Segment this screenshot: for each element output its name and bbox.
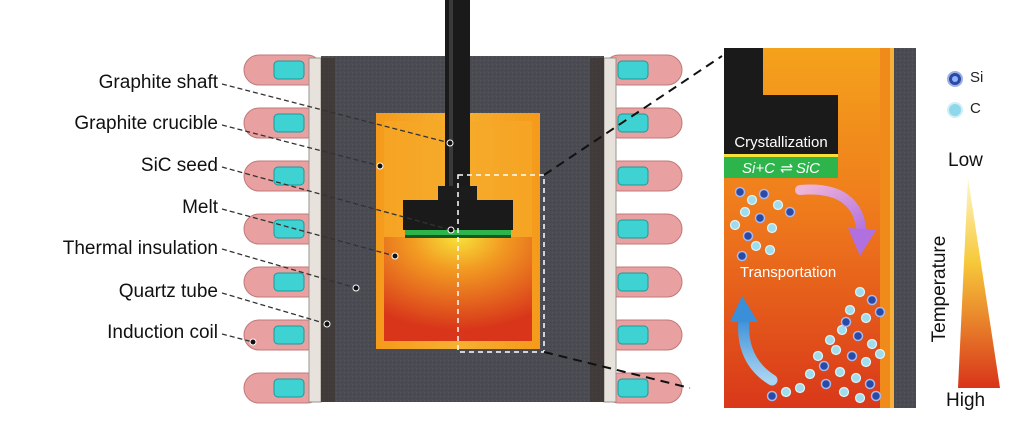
inset-transportation-label: Transportation — [740, 264, 837, 281]
quartz-tube-right — [603, 57, 617, 403]
c-particle — [812, 350, 824, 362]
temperature-high-label: High — [946, 390, 986, 411]
inset-crystallization-label: Crystallization — [734, 134, 828, 151]
coil-turn-right — [603, 54, 683, 86]
c-particle — [860, 356, 872, 368]
si-particle — [846, 350, 858, 362]
si-particle — [742, 230, 754, 242]
si-particle — [866, 294, 878, 306]
label-induction-coil: Induction coil — [107, 322, 218, 343]
zoom-region — [457, 174, 545, 353]
coil-turn-right — [603, 160, 683, 192]
c-particle — [866, 338, 878, 350]
si-particle — [852, 330, 864, 342]
temperature-axis-title: Temperature — [929, 235, 950, 343]
si-particle — [840, 316, 852, 328]
legend-markers — [947, 71, 963, 118]
si-particle — [734, 186, 746, 198]
zoom-line-top — [543, 55, 723, 176]
coil-turn-left — [243, 372, 323, 404]
c-particle — [739, 206, 751, 218]
legend-c-label: C — [970, 100, 981, 117]
coil-turn-left — [243, 54, 323, 86]
c-particle — [854, 286, 866, 298]
si-particle — [754, 212, 766, 224]
si-particle — [784, 206, 796, 218]
inset-sic-seed — [724, 156, 838, 178]
c-particle — [834, 366, 846, 378]
coil-turn-left — [243, 107, 323, 139]
c-particle — [860, 312, 872, 324]
zoom-line-bottom — [543, 351, 691, 389]
label-graphite-crucible: Graphite crucible — [74, 113, 218, 134]
temperature-gradient-bar — [958, 178, 1000, 388]
c-particle — [838, 386, 850, 398]
coil-turn-right — [603, 213, 683, 245]
c-particle — [794, 382, 806, 394]
c-particle — [772, 199, 784, 211]
inset-panel — [724, 48, 916, 408]
c-particle — [830, 344, 842, 356]
si-particle — [766, 390, 778, 402]
temperature-low-label: Low — [948, 150, 983, 171]
c-particle — [854, 392, 866, 404]
c-particle — [850, 372, 862, 384]
leader-lines — [221, 83, 452, 343]
label-melt: Melt — [182, 197, 218, 218]
inset-reaction-label: Si+C ⇌ SiC — [741, 160, 820, 177]
c-marker-icon — [947, 102, 963, 118]
c-particle — [766, 222, 778, 234]
c-particle — [764, 244, 776, 256]
label-sic-seed: SiC seed — [140, 155, 218, 176]
c-particle — [729, 219, 741, 231]
si-particle — [864, 378, 876, 390]
induction-coils — [243, 54, 683, 404]
leader-dots — [249, 139, 455, 346]
label-quartz-tube: Quartz tube — [118, 281, 218, 302]
c-particle — [750, 240, 762, 252]
si-particle — [758, 188, 770, 200]
si-c-particles — [729, 186, 886, 404]
melt — [384, 237, 532, 341]
coil-turn-right — [603, 107, 683, 139]
si-particle — [874, 306, 886, 318]
label-thermal-insulation: Thermal insulation — [62, 238, 218, 259]
c-particle — [804, 368, 816, 380]
c-particle — [836, 324, 848, 336]
coil-turn-right — [603, 319, 683, 351]
coil-turn-left — [243, 319, 323, 351]
si-particle — [870, 390, 882, 402]
coil-turn-left — [243, 160, 323, 192]
c-particle — [780, 386, 792, 398]
si-particle — [820, 378, 832, 390]
c-particle — [844, 304, 856, 316]
si-particle — [818, 360, 830, 372]
c-particle — [746, 194, 758, 206]
graphite-shaft — [445, 0, 470, 200]
legend-si-label: Si — [970, 69, 984, 86]
coil-turn-right — [603, 266, 683, 298]
label-graphite-shaft: Graphite shaft — [98, 72, 218, 93]
c-particle — [824, 334, 836, 346]
inset-seed-holder — [724, 95, 838, 157]
c-particle — [874, 348, 886, 360]
si-particle — [736, 250, 748, 262]
